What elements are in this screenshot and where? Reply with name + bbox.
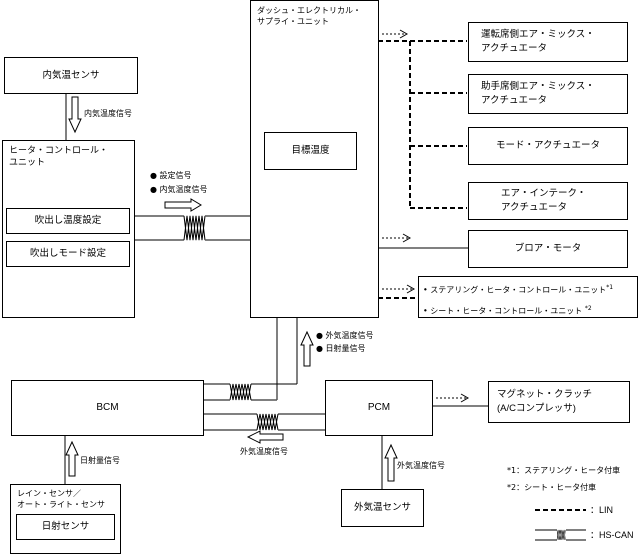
outlet-mode-setting: 吹出しモード設定 (6, 241, 130, 267)
target-temperature: 目標温度 (264, 132, 357, 170)
bcm: BCM (11, 380, 204, 436)
air-intake-actuator: エア・インテーク・ アクチュエータ (468, 182, 628, 220)
arrow-ext-solar (300, 330, 314, 367)
label-exterior-temp-bcm: 外気温度信号 (240, 447, 288, 456)
lin-bus (378, 40, 467, 299)
dash-electrical-supply-unit: ダッシュ・エレクトリカル・ サプライ・ユニット 目標温度 (250, 0, 379, 318)
legend-hscan-label: ：HS-CAN (590, 530, 634, 540)
arrow-solar-bcm (65, 440, 79, 477)
steering-heater-cu: • ステアリング・ヒータ・コントロール・ユニット*1 (423, 284, 614, 295)
desu-title: ダッシュ・エレクトリカル・ サプライ・ユニット (257, 6, 361, 26)
seat-heater-cu: • シート・ヒータ・コントロール・ユニット *2 (423, 304, 592, 316)
arrow-ext-temp-pcm (384, 443, 398, 482)
blower-motor: ブロア・モータ (468, 230, 628, 268)
label-exterior-temp-signal: ● 外気温度信号 (316, 331, 374, 340)
label-setting-signal: ● 設定信号 (150, 171, 192, 180)
arrow-lin-dotted (382, 29, 470, 403)
heater-cu-title: ヒータ・コントロール・ ユニット (9, 146, 109, 168)
label-exterior-temp-pcm: 外気温度信号 (397, 461, 445, 470)
label-solar-signal: ● 日射量信号 (316, 344, 366, 353)
footnote-1: *1：ステアリング・ヒータ付車 (507, 466, 621, 475)
legend-hscan-line (535, 529, 586, 541)
driver-air-mix-actuator: 運転席側エア・ミックス・ アクチュエータ (468, 22, 628, 62)
hscan-heater-desu (135, 215, 250, 241)
heater-control-units: • ステアリング・ヒータ・コントロール・ユニット*1 • シート・ヒータ・コント… (418, 276, 638, 318)
interior-temp-sensor: 内気温センサ (4, 57, 138, 94)
hscan-bcm-pcm (203, 413, 326, 431)
arrow-ext-temp-bcm (246, 430, 284, 444)
heater-control-unit: ヒータ・コントロール・ ユニット 吹出し温度設定 吹出しモード設定 (2, 140, 135, 318)
mode-actuator: モード・アクチュエータ (468, 127, 628, 165)
label-interior-temp-signal: 内気温度信号 (84, 109, 132, 118)
passenger-air-mix-actuator: 助手席側エア・ミックス・ アクチュエータ (468, 74, 628, 114)
legend-lin-label: ：LIN (590, 505, 614, 515)
hscan-desu-bcm (203, 317, 298, 401)
label-interior-temp-signal-2: ● 内気温度信号 (150, 185, 208, 194)
magnet-clutch: マグネット・クラッチ (A/Cコンプレッサ) (488, 381, 630, 423)
footnote-2: *2：シート・ヒータ付車 (507, 483, 597, 492)
rain-light-sensor: レイン・センサ／ オート・ライト・センサ 日射センサ (10, 484, 121, 554)
solar-sensor: 日射センサ (16, 514, 115, 540)
outlet-temp-setting: 吹出し温度設定 (6, 208, 130, 234)
label-solar-bcm: 日射量信号 (80, 456, 120, 465)
pcm: PCM (325, 380, 433, 436)
arrow-setting-signal (164, 198, 202, 212)
arrow-interior-temp (68, 96, 82, 134)
rain-sensor-title: レイン・センサ／ オート・ライト・センサ (17, 489, 105, 509)
exterior-temp-sensor: 外気温センサ (341, 489, 424, 527)
